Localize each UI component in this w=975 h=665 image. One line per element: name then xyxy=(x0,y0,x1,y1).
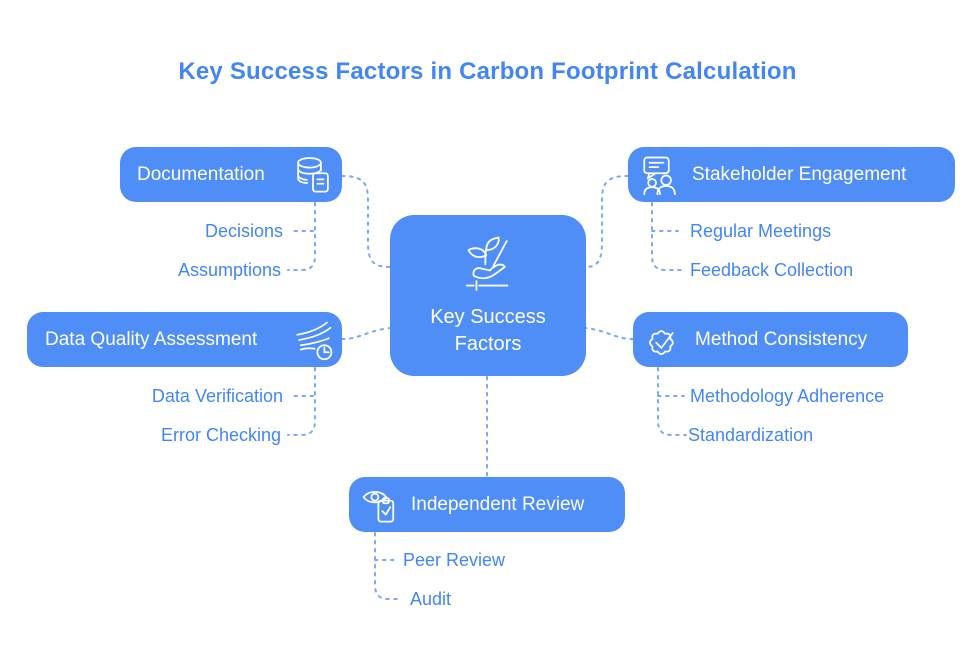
seedling-hand-icon xyxy=(455,234,521,298)
sub-label-standardization: Standardization xyxy=(688,425,814,445)
node-stakeholder-engagement: Stakeholder Engagement xyxy=(628,147,955,202)
flow-clock-icon xyxy=(292,319,334,361)
sub-label-data-verification: Data Verification xyxy=(151,386,283,406)
eye-clipboard-icon xyxy=(360,484,402,526)
database-document-icon xyxy=(292,154,334,196)
sub-label-error-checking: Error Checking xyxy=(160,425,281,445)
central-label-line1: Key Success xyxy=(430,305,546,328)
node-independent-review: Independent Review xyxy=(349,477,625,532)
node-documentation: Documentation xyxy=(120,147,342,202)
node-label: Stakeholder Engagement xyxy=(692,163,907,185)
central-label-line2: Factors xyxy=(454,332,522,355)
chat-people-icon xyxy=(639,154,681,196)
connector-central-method xyxy=(585,327,634,340)
sub-label-audit: Audit xyxy=(410,589,452,609)
connector-documentation-children xyxy=(287,202,316,271)
connector-central-dqa xyxy=(341,327,391,340)
diagram-title: Key Success Factors in Carbon Footprint … xyxy=(178,58,797,85)
node-label: Documentation xyxy=(137,163,265,185)
connector-independent-children xyxy=(374,532,402,600)
node-data-quality-assessment: Data Quality Assessment xyxy=(27,312,342,367)
node-label: Independent Review xyxy=(411,493,585,515)
connector-central-documentation xyxy=(341,175,391,268)
node-label: Method Consistency xyxy=(695,328,868,350)
gear-check-icon xyxy=(643,319,685,361)
sub-label-decisions: Decisions xyxy=(204,221,283,241)
sub-label-feedback-collection: Feedback Collection xyxy=(690,260,854,280)
node-label: Data Quality Assessment xyxy=(45,328,258,350)
sub-label-assumptions: Assumptions xyxy=(177,260,281,280)
node-method-consistency: Method Consistency xyxy=(633,312,908,367)
connector-stakeholder-children xyxy=(651,202,682,271)
sub-label-peer-review: Peer Review xyxy=(403,550,506,570)
connector-central-stakeholder xyxy=(585,175,629,268)
connector-dqa-children xyxy=(287,367,316,436)
connector-method-children xyxy=(657,367,687,436)
sub-label-regular-meetings: Regular Meetings xyxy=(690,221,832,241)
sub-label-methodology-adherence: Methodology Adherence xyxy=(690,386,885,406)
